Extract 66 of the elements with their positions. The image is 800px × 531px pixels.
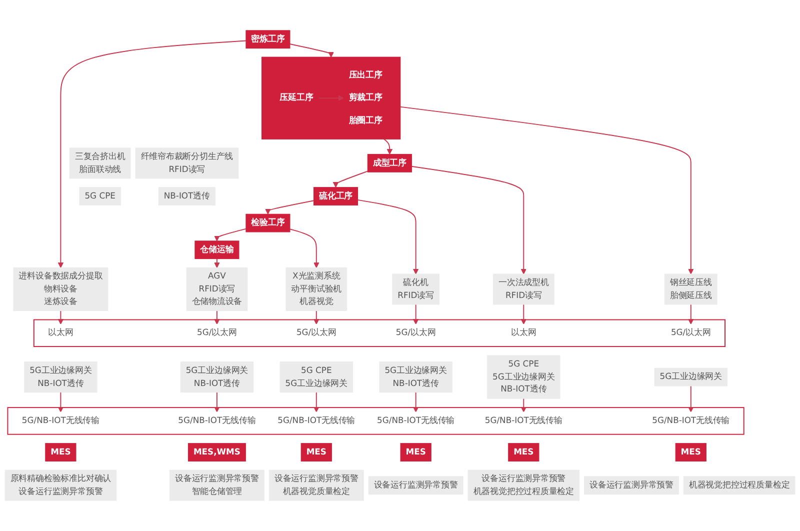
arrow	[58, 310, 64, 325]
node-box: 仓储运输	[194, 240, 240, 260]
node-box: 检验工序	[246, 214, 290, 232]
arrow	[357, 199, 419, 274]
node-text: 5G/NB-IOT无线传输	[652, 416, 730, 426]
node-box: MES	[508, 443, 540, 462]
arrow	[214, 310, 220, 325]
node-box: 5G工业边缘网关 NB-IOT透传	[180, 362, 254, 393]
node-text: 以太网	[511, 328, 536, 338]
node-text: 5G/以太网	[197, 328, 237, 338]
node-text: 5G/NB-IOT无线传输	[484, 416, 562, 426]
node-box: 成型工序	[367, 154, 412, 172]
node-text: 剪裁工序	[348, 93, 382, 103]
node-box: 5G CPE 5G工业边缘网关	[280, 362, 353, 393]
node-text: 5G/NB-IOT无线传输	[278, 416, 356, 426]
arrow	[214, 392, 220, 412]
arrow	[520, 304, 526, 325]
node-text: 压出工序	[348, 70, 382, 80]
arrow	[400, 106, 694, 274]
node-text: 以太网	[48, 328, 74, 338]
arrow	[289, 44, 334, 58]
node-box: 硫化机 RFID读写	[392, 274, 440, 305]
node-text: 5G/NB-IOT无线传输	[377, 416, 455, 426]
arrow	[688, 385, 694, 412]
node-text: 压延工序	[280, 93, 314, 103]
node-text: 胎圈工序	[348, 116, 382, 126]
arrow	[411, 166, 526, 274]
node-box: 5G CPE 5G工业边缘网关 NB-IOT透传	[487, 355, 560, 399]
node-text: 5G/NB-IOT无线传输	[178, 416, 256, 426]
node-text: 5G/以太网	[296, 328, 336, 338]
arrow	[332, 170, 368, 188]
node-box: 5G工业边缘网关 NB-IOT透传	[379, 362, 452, 393]
arrow	[318, 95, 344, 101]
node-box: 5G工业边缘网关 NB-IOT透传	[24, 362, 98, 393]
cluster	[262, 56, 401, 140]
node-box: MES	[300, 443, 332, 462]
arrow	[412, 392, 419, 412]
node-box: 密炼工序	[246, 30, 290, 49]
arrow	[214, 228, 246, 242]
node-box: MES,WMS	[188, 443, 246, 462]
arrow	[383, 138, 392, 155]
node-box: 钢丝延压线 胎侧延压线	[664, 274, 718, 305]
arrow	[688, 304, 694, 325]
arrow	[58, 40, 246, 268]
node-box: MES	[675, 443, 706, 462]
node-box: AGV RFID读写 仓储物流设备	[186, 267, 248, 312]
arrow	[314, 392, 320, 412]
node-text: 5G/NB-IOT无线传输	[22, 416, 100, 426]
node-text: 5G/以太网	[396, 328, 436, 338]
node-box: X光监测系统 动平衡试验机 机器视觉	[286, 267, 348, 312]
cluster	[7, 407, 744, 435]
node-text: 5G/以太网	[670, 328, 711, 338]
arrow	[520, 398, 526, 412]
node-box: 一次法成型机 RFID读写	[492, 274, 554, 305]
arrow	[314, 310, 320, 325]
cluster	[33, 319, 726, 348]
node-box: MES	[400, 443, 432, 462]
node-box: MES	[45, 443, 76, 462]
node-box: 进料设备数据成分提取 物料设备 迷炼设备	[13, 267, 108, 312]
node-box: 5G工业边缘网关	[654, 368, 728, 386]
arrow	[412, 304, 419, 325]
arrow	[289, 228, 320, 268]
arrow	[58, 392, 64, 412]
node-box: 硫化工序	[313, 187, 358, 206]
arrow	[265, 200, 314, 214]
arrow	[214, 258, 220, 268]
